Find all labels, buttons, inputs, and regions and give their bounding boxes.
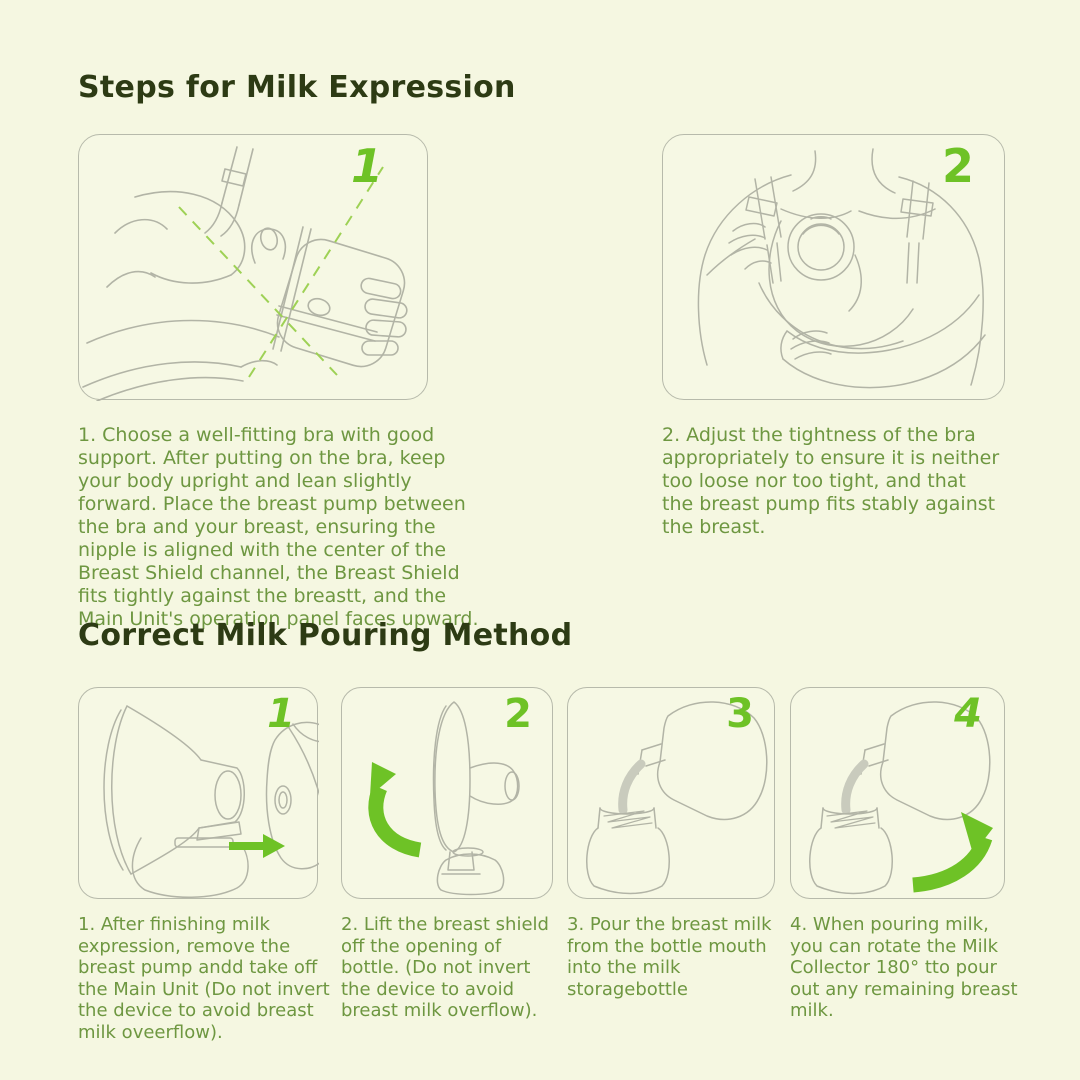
adjusting-bra-strap-illustration bbox=[697, 148, 986, 389]
hand-placing-pump-illustration bbox=[82, 146, 408, 401]
step-number: 1 bbox=[267, 691, 295, 737]
step-panel-pouring-3: 3 bbox=[567, 687, 775, 899]
step-number: 2 bbox=[504, 691, 532, 737]
step-number: 3 bbox=[726, 691, 754, 737]
pour-milk-illustration bbox=[586, 701, 768, 895]
step-caption-pouring-3: 3. Pour the breast milk from the bottle … bbox=[567, 914, 772, 1000]
curved-arrow-ccw-icon bbox=[368, 762, 422, 858]
step-caption-expression-1: 1. Choose a well-fitting bra with good s… bbox=[78, 424, 479, 630]
alignment-guide-dashes bbox=[178, 166, 384, 378]
section-title-milk-expression: Steps for Milk Expression bbox=[78, 70, 516, 105]
step-caption-pouring-4: 4. When pouring milk, you can rotate the… bbox=[790, 914, 1018, 1021]
curved-arrow-rotate-icon bbox=[912, 812, 993, 893]
rotate-collector-illustration bbox=[809, 701, 993, 895]
step-panel-expression-2: 2 bbox=[662, 134, 1005, 400]
section-title-milk-pouring: Correct Milk Pouring Method bbox=[78, 618, 573, 653]
step-number: 2 bbox=[941, 139, 974, 193]
step-number: 1 bbox=[350, 139, 383, 193]
step-panel-pouring-1: 1 bbox=[78, 687, 319, 899]
step-panel-pouring-2: 2 bbox=[341, 687, 553, 899]
step-caption-pouring-1: 1. After finishing milk expression, remo… bbox=[78, 914, 330, 1043]
lift-shield-illustration bbox=[368, 701, 520, 896]
step-panel-expression-1: 1 bbox=[78, 134, 428, 401]
arrow-right-icon bbox=[229, 834, 285, 858]
remove-pump-illustration bbox=[103, 705, 319, 898]
step-caption-pouring-2: 2. Lift the breast shield off the openin… bbox=[341, 914, 549, 1021]
step-number: 4 bbox=[954, 691, 982, 737]
step-caption-expression-2: 2. Adjust the tightness of the bra appro… bbox=[662, 424, 1000, 538]
step-panel-pouring-4: 4 bbox=[790, 687, 1005, 899]
